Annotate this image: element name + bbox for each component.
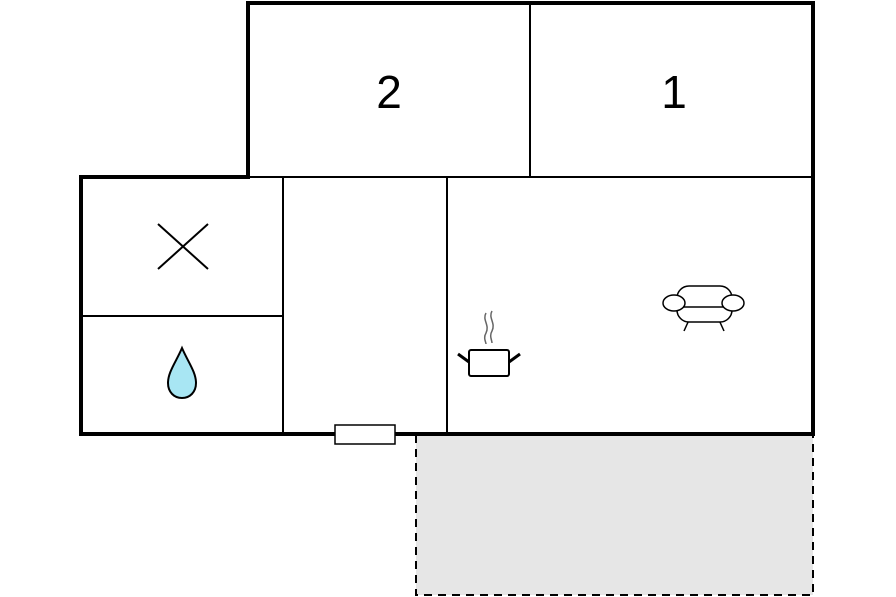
bedroom-2-label: 2 [376, 66, 402, 118]
sofa-icon [662, 285, 745, 332]
bedroom-1-label: 1 [661, 66, 687, 118]
terrace-area [415, 434, 814, 596]
water-drop-icon [166, 345, 198, 400]
cooking-pot-icon [457, 310, 521, 377]
interior-walls [81, 3, 813, 434]
utility-x-icon [157, 223, 209, 270]
entrance-door-icon [334, 424, 396, 445]
